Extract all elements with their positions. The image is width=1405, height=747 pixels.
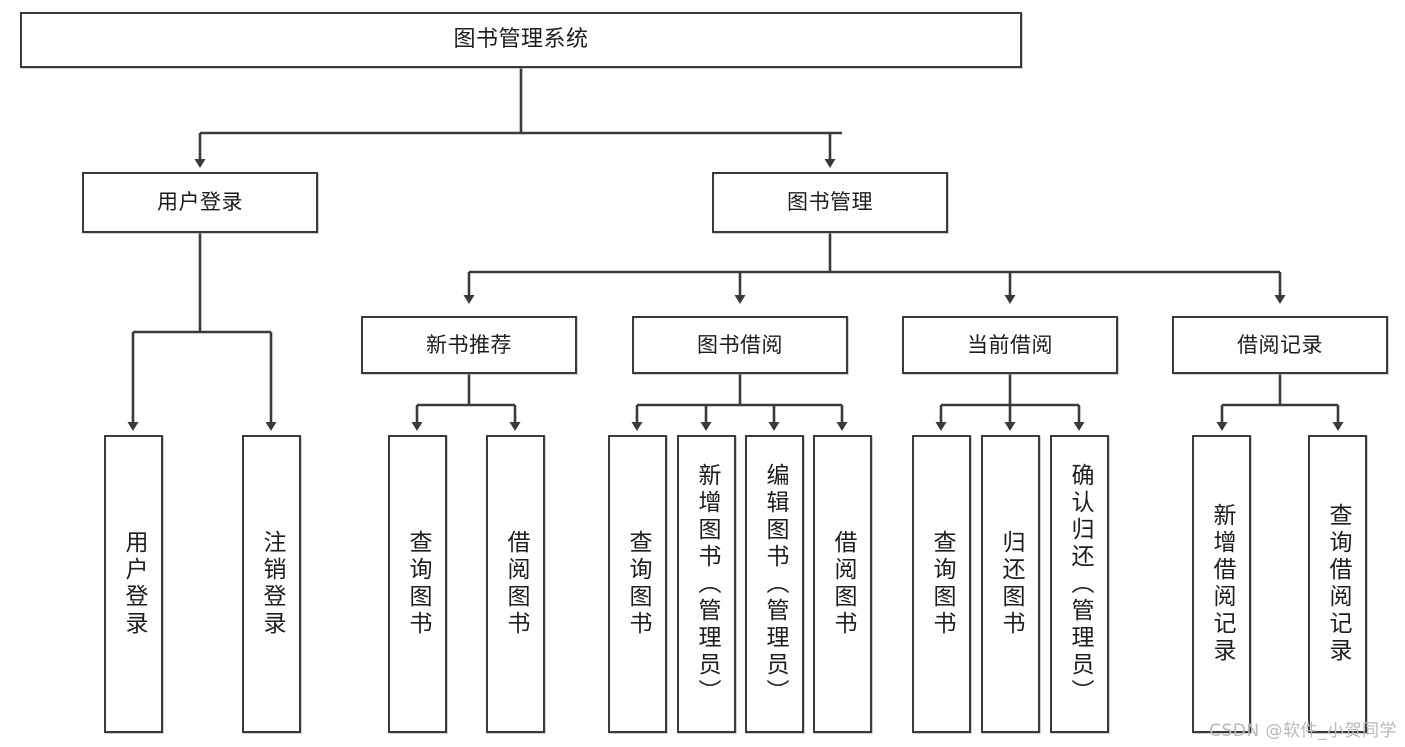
node-user-login[interactable]: 用户登录 [82, 172, 318, 233]
node-leaf-confirm-return[interactable]: 确认归还（管理员） [1050, 435, 1109, 733]
node-leaf-return-book-label: 归还图书 [998, 530, 1024, 638]
node-leaf-query-book-3-label: 查询图书 [929, 530, 955, 638]
node-root-label: 图书管理系统 [453, 27, 589, 53]
node-leaf-query-book-2[interactable]: 查询图书 [608, 435, 667, 733]
node-book-manage[interactable]: 图书管理 [712, 172, 948, 233]
node-book-borrow-label: 图书借阅 [697, 332, 783, 357]
node-user-login-label: 用户登录 [157, 190, 243, 215]
node-leaf-edit-book-label: 编辑图书（管理员） [762, 462, 788, 706]
node-leaf-add-book[interactable]: 新增图书（管理员） [677, 435, 736, 733]
node-leaf-borrow-book-2[interactable]: 借阅图书 [813, 435, 872, 733]
node-leaf-edit-book[interactable]: 编辑图书（管理员） [745, 435, 804, 733]
node-leaf-logout[interactable]: 注销登录 [242, 435, 301, 733]
node-leaf-add-book-label: 新增图书（管理员） [694, 462, 720, 706]
node-leaf-query-book-2-label: 查询图书 [625, 530, 651, 638]
node-leaf-add-record[interactable]: 新增借阅记录 [1192, 435, 1251, 733]
node-leaf-logout-label: 注销登录 [259, 530, 285, 638]
node-leaf-borrow-book-1-label: 借阅图书 [503, 530, 529, 638]
node-borrow-record-label: 借阅记录 [1237, 332, 1323, 357]
node-leaf-borrow-book-2-label: 借阅图书 [830, 530, 856, 638]
node-leaf-query-record-label: 查询借阅记录 [1325, 503, 1351, 665]
node-leaf-user-login[interactable]: 用户登录 [104, 435, 163, 733]
node-current-borrow[interactable]: 当前借阅 [902, 316, 1118, 374]
node-leaf-query-book-3[interactable]: 查询图书 [912, 435, 971, 733]
node-book-borrow[interactable]: 图书借阅 [632, 316, 848, 374]
node-new-book-recommend[interactable]: 新书推荐 [361, 316, 577, 374]
node-leaf-confirm-return-label: 确认归还（管理员） [1067, 462, 1093, 706]
node-leaf-return-book[interactable]: 归还图书 [981, 435, 1040, 733]
node-borrow-record[interactable]: 借阅记录 [1172, 316, 1388, 374]
watermark: CSDN @软件_小贺同学 [1209, 721, 1397, 741]
node-leaf-user-login-label: 用户登录 [121, 530, 147, 638]
node-root[interactable]: 图书管理系统 [20, 12, 1022, 68]
node-book-manage-label: 图书管理 [787, 190, 873, 215]
node-new-book-recommend-label: 新书推荐 [426, 332, 512, 357]
node-leaf-query-book-1[interactable]: 查询图书 [388, 435, 447, 733]
node-leaf-query-book-1-label: 查询图书 [405, 530, 431, 638]
node-leaf-add-record-label: 新增借阅记录 [1209, 503, 1235, 665]
node-leaf-query-record[interactable]: 查询借阅记录 [1308, 435, 1367, 733]
node-leaf-borrow-book-1[interactable]: 借阅图书 [486, 435, 545, 733]
node-current-borrow-label: 当前借阅 [967, 332, 1053, 357]
